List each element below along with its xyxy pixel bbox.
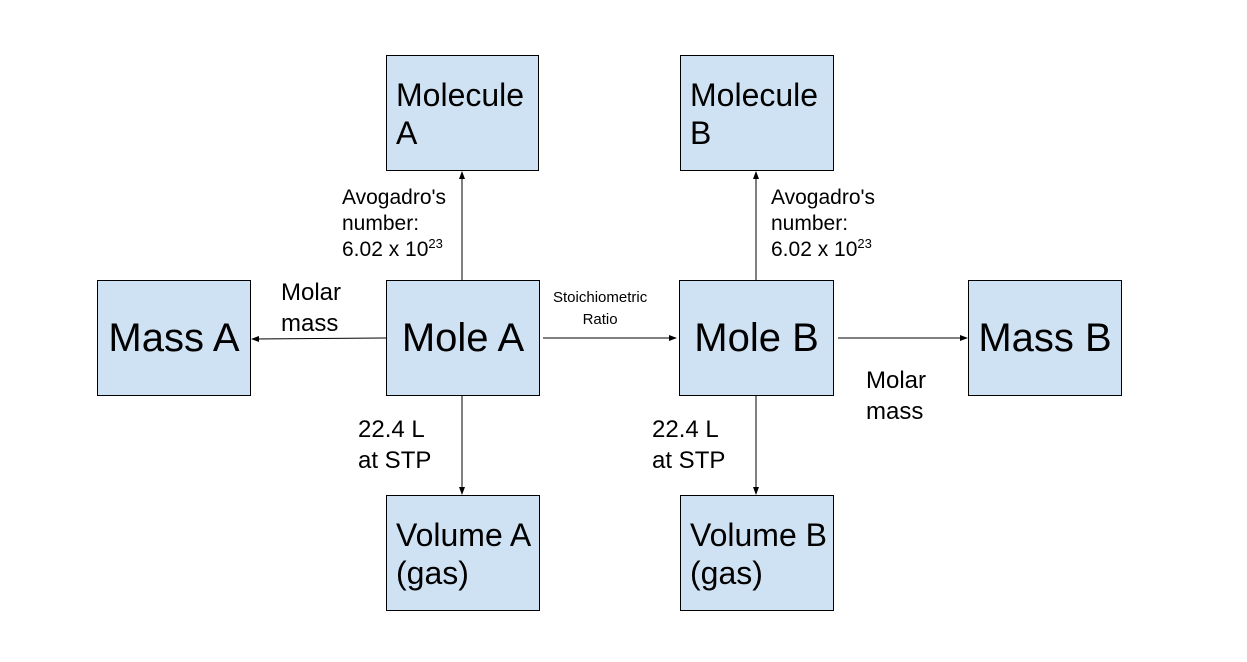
avogadro-b-line2: number: xyxy=(771,212,849,236)
node-mole-b-label: Mole B xyxy=(694,316,819,360)
edge-label-avogadro-b: Avogadro's number: 6.02 x 1023 xyxy=(771,185,875,263)
node-molecule-a-label: Molecule A xyxy=(396,77,525,152)
edge-label-molar-mass-b: Molar mass xyxy=(866,365,926,427)
edge-label-avogadro-a: Avogadro's number: 6.02 x 1023 xyxy=(342,185,446,263)
stp-a-line2: at STP xyxy=(358,447,432,475)
edge-label-molar-mass-a: Molar mass xyxy=(281,277,341,339)
stoichiometric-line2: Ratio xyxy=(582,310,618,328)
avogadro-a-line1: Avogadro's xyxy=(342,186,447,209)
node-molecule-b-label: Molecule B xyxy=(690,77,819,152)
avogadro-a-line2: number: xyxy=(342,212,420,236)
node-volume-b: Volume B (gas) xyxy=(680,495,834,611)
node-volume-a-label: Volume A (gas) xyxy=(396,517,530,592)
molar-mass-a-line2: mass xyxy=(281,310,339,338)
stp-a-line1: 22.4 L xyxy=(358,416,425,443)
stp-b-line2: at STP xyxy=(652,447,726,475)
avogadro-a-value-line: 6.02 x 1023 xyxy=(342,236,446,263)
molar-mass-a-line1: Molar xyxy=(281,279,342,306)
node-mass-b: Mass B xyxy=(968,280,1122,396)
node-mass-a: Mass A xyxy=(97,280,251,396)
edge-label-stp-a: 22.4 L at STP xyxy=(358,414,431,476)
molar-mass-b-line2: mass xyxy=(866,398,924,426)
avogadro-b-exponent: 23 xyxy=(857,236,872,252)
avogadro-a-value: 6.02 x 10 xyxy=(342,238,429,262)
edge-label-stoichiometric-ratio: Stoichiometric Ratio xyxy=(553,287,647,331)
node-mole-b: Mole B xyxy=(679,280,834,396)
node-molecule-b: Molecule B xyxy=(680,55,834,171)
node-mass-b-label: Mass B xyxy=(978,316,1112,360)
node-mole-a: Mole A xyxy=(386,280,540,396)
avogadro-b-value-line: 6.02 x 1023 xyxy=(771,236,875,263)
avogadro-b-line1: Avogadro's xyxy=(771,186,876,209)
node-volume-b-label: Volume B (gas) xyxy=(690,517,827,592)
node-mole-a-label: Mole A xyxy=(401,316,525,360)
arrow-mole-a-to-mass-a xyxy=(251,335,387,342)
stoichiometric-line1: Stoichiometric xyxy=(553,289,648,306)
avogadro-a-exponent: 23 xyxy=(428,236,443,252)
avogadro-b-value: 6.02 x 10 xyxy=(771,238,858,262)
node-molecule-a: Molecule A xyxy=(386,55,539,171)
edge-label-stp-b: 22.4 L at STP xyxy=(652,414,725,476)
node-volume-a: Volume A (gas) xyxy=(386,495,540,611)
node-mass-a-label: Mass A xyxy=(108,316,240,360)
stp-b-line1: 22.4 L xyxy=(652,416,719,443)
molar-mass-b-line1: Molar xyxy=(866,367,927,394)
